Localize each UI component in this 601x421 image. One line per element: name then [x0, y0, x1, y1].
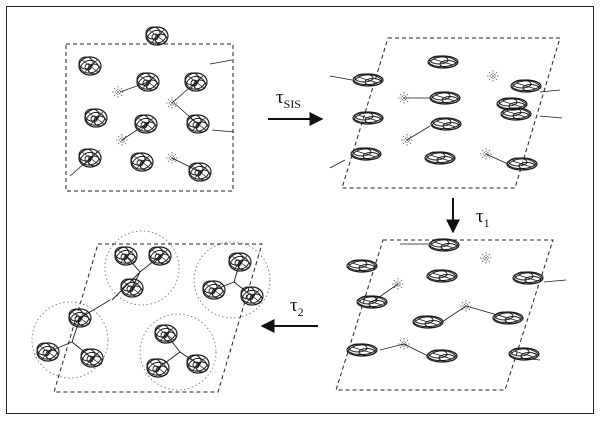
label-tau-1: τ1	[476, 207, 490, 229]
panel-initial	[66, 27, 234, 191]
panel-t2	[32, 231, 270, 392]
label-tau-sis: τSIS	[276, 88, 301, 110]
panel-t1	[336, 239, 566, 390]
label-tau-2: τ2	[290, 296, 304, 318]
panel-sis	[330, 38, 562, 188]
